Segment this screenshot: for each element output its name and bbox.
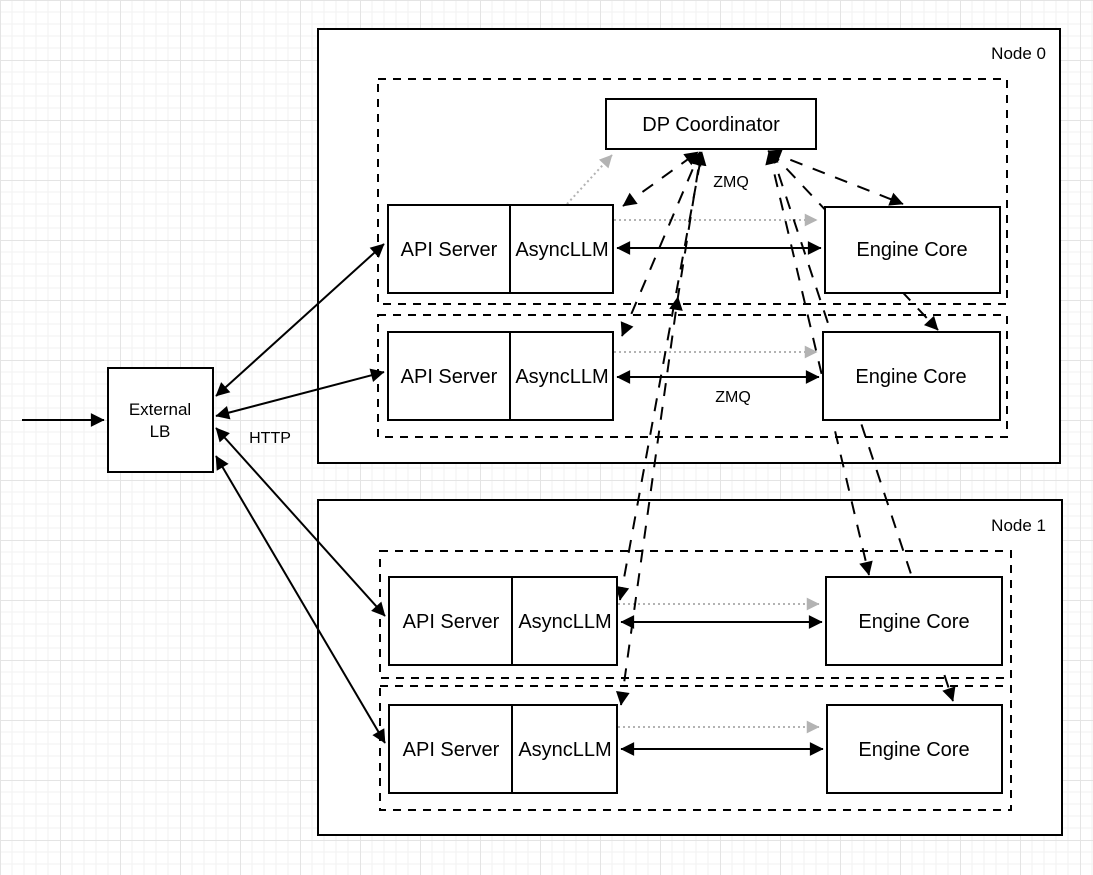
node0-row1-engine-core-label: Engine Core xyxy=(855,366,966,388)
node0-row0-engine-core-label: Engine Core xyxy=(856,239,967,261)
node1-row0-engine-core-box xyxy=(825,576,1003,666)
edge-lb-apiserver3 xyxy=(215,455,386,744)
node0-row1-apiserver-asyncllm-box xyxy=(387,331,614,421)
node0-row0-api-server-label: API Server xyxy=(401,239,498,261)
node1-row0-api-server-label: API Server xyxy=(403,611,500,633)
node0-row0-asyncllm-label: AsyncLLM xyxy=(515,239,608,261)
node1-row0-asyncllm-label: AsyncLLM xyxy=(518,611,611,633)
node0-row0-group xyxy=(377,78,1008,305)
node1-row0-engine-core-label: Engine Core xyxy=(858,611,969,633)
node0-row1-engine-core-box xyxy=(822,331,1001,421)
node1-row1-engine-core-box xyxy=(826,704,1003,794)
external-lb-box xyxy=(107,367,214,473)
http-edge-label: HTTP xyxy=(249,430,291,447)
dp-coordinator-label: DP Coordinator xyxy=(642,114,780,136)
external-lb-label-line2: LB xyxy=(150,422,171,441)
node1-row1-asyncllm-label: AsyncLLM xyxy=(518,739,611,761)
node0-row1-api-server-label: API Server xyxy=(401,366,498,388)
node1-row0-apiserver-asyncllm-box xyxy=(388,576,618,666)
external-lb-label-line1: External xyxy=(129,400,191,419)
node1-row1-apiserver-asyncllm-box xyxy=(388,704,618,794)
node1-label: Node 1 xyxy=(991,516,1046,535)
node0-row1-asyncllm-label: AsyncLLM xyxy=(515,366,608,388)
node0-row0-apiserver-asyncllm-box xyxy=(387,204,614,294)
node1-row1-engine-core-label: Engine Core xyxy=(858,739,969,761)
edge-dotted-asyncllm0-to-coordinator xyxy=(566,154,613,205)
node0-label: Node 0 xyxy=(991,44,1046,63)
edge-dashed-coordinator-enginecore2 xyxy=(765,150,873,576)
zmq-bottom-edge-label: ZMQ xyxy=(715,389,751,406)
edge-dashed-asyncllm3-coordinator xyxy=(616,151,706,706)
edge-lb-apiserver1 xyxy=(215,368,385,420)
dp-coordinator-box xyxy=(605,98,817,150)
zmq-top-edge-label: ZMQ xyxy=(713,174,749,191)
node0-row0-engine-core-box xyxy=(824,206,1001,294)
node1-row1-api-server-label: API Server xyxy=(403,739,500,761)
